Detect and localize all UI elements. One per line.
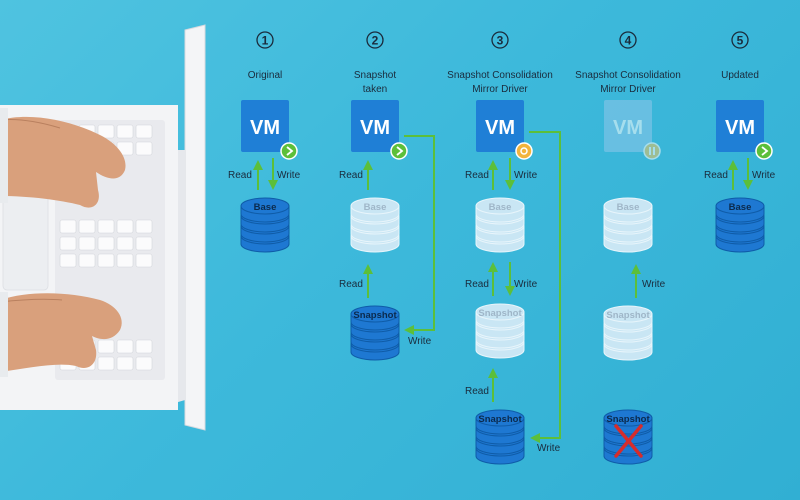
step-3-read-label-3: Read <box>465 386 489 397</box>
laptop-with-hands-photo <box>0 24 206 431</box>
step-4-title-line-2: Mirror Driver <box>600 84 656 95</box>
step-4-snapshot-disk-1-label: Snapshot <box>606 310 650 321</box>
step-2-base-disk-label: Base <box>364 202 387 213</box>
step-3-snapshot-disk-1-label: Snapshot <box>478 308 522 319</box>
step-1-number: 1 <box>256 31 274 49</box>
vm-play-icon <box>755 142 773 160</box>
svg-text:VM: VM <box>360 117 390 139</box>
step-3-number: 3 <box>491 31 509 49</box>
step-3-write-label-3: Write <box>537 443 561 454</box>
vm-pause-icon <box>643 142 661 160</box>
step-4-title-line-1: Snapshot Consolidation <box>575 70 681 81</box>
step-4-snapshot-disk-2-label: Snapshot <box>606 414 650 425</box>
svg-text:VM: VM <box>725 117 755 139</box>
step-2-snapshot-disk: Snapshot <box>350 305 400 361</box>
step-4-write-label: Write <box>642 279 666 290</box>
step-4-number: 4 <box>619 31 637 49</box>
step-3-vm: VM <box>476 100 533 160</box>
step-3-write-label-2: Write <box>514 279 538 290</box>
svg-text:3: 3 <box>497 34 504 48</box>
delete-x-icon <box>614 424 643 458</box>
step-2-vm: VM <box>351 100 408 160</box>
step-5-number: 5 <box>731 31 749 49</box>
step-5-title: Updated <box>721 70 759 81</box>
step-2-title-line-1: Snapshot <box>354 70 396 81</box>
vm-play-icon <box>390 142 408 160</box>
step-3-snapshot-disk-1: Snapshot <box>475 303 525 359</box>
step-1-base-disk: Base <box>240 197 290 253</box>
vm-gear-icon <box>515 142 533 160</box>
step-3-snapshot-disk-2: Snapshot <box>475 409 525 465</box>
step-2-write-label: Write <box>408 336 432 347</box>
step-3-title-line-1: Snapshot Consolidation <box>447 70 553 81</box>
step-1-title: Original <box>248 70 282 81</box>
step-3-read-label-2: Read <box>465 279 489 290</box>
step-4-snapshot-disk-1: Snapshot <box>603 305 653 361</box>
step-2-title-line-2: taken <box>363 84 387 95</box>
svg-text:2: 2 <box>372 34 379 48</box>
step-5-base-disk: Base <box>715 197 765 253</box>
svg-text:VM: VM <box>485 117 515 139</box>
step-1-read-label: Read <box>228 170 252 181</box>
step-3-base-disk-label: Base <box>489 202 512 213</box>
svg-text:VM: VM <box>250 117 280 139</box>
step-4-base-disk-label: Base <box>617 202 640 213</box>
svg-text:VM: VM <box>613 117 643 139</box>
step-3-write-label: Write <box>514 170 538 181</box>
io-arrows <box>253 131 753 443</box>
step-2-number: 2 <box>366 31 384 49</box>
step-3-read-label: Read <box>465 170 489 181</box>
step-1-base-disk-label: Base <box>254 202 277 213</box>
step-5-base-disk-label: Base <box>729 202 752 213</box>
step-4-base-disk: Base <box>603 197 653 253</box>
step-2-read-label: Read <box>339 170 363 181</box>
svg-text:4: 4 <box>625 34 632 48</box>
step-2-snapshot-disk-label: Snapshot <box>353 310 397 321</box>
step-2-read-label-2: Read <box>339 279 363 290</box>
svg-text:1: 1 <box>262 34 269 48</box>
svg-text:5: 5 <box>737 34 744 48</box>
step-3-base-disk: Base <box>475 197 525 253</box>
step-5-write-label: Write <box>752 170 776 181</box>
vm-play-icon <box>280 142 298 160</box>
step-5-read-label: Read <box>704 170 728 181</box>
step-4-snapshot-disk-2: Snapshot <box>603 409 653 465</box>
step-5-vm: VM <box>716 100 773 160</box>
step-4-vm: VM <box>604 100 661 160</box>
step-1-write-label: Write <box>277 170 301 181</box>
step-1-vm: VM <box>241 100 298 160</box>
step-3-title-line-2: Mirror Driver <box>472 84 528 95</box>
step-2-base-disk: Base <box>350 197 400 253</box>
step-3-snapshot-disk-2-label: Snapshot <box>478 414 522 425</box>
